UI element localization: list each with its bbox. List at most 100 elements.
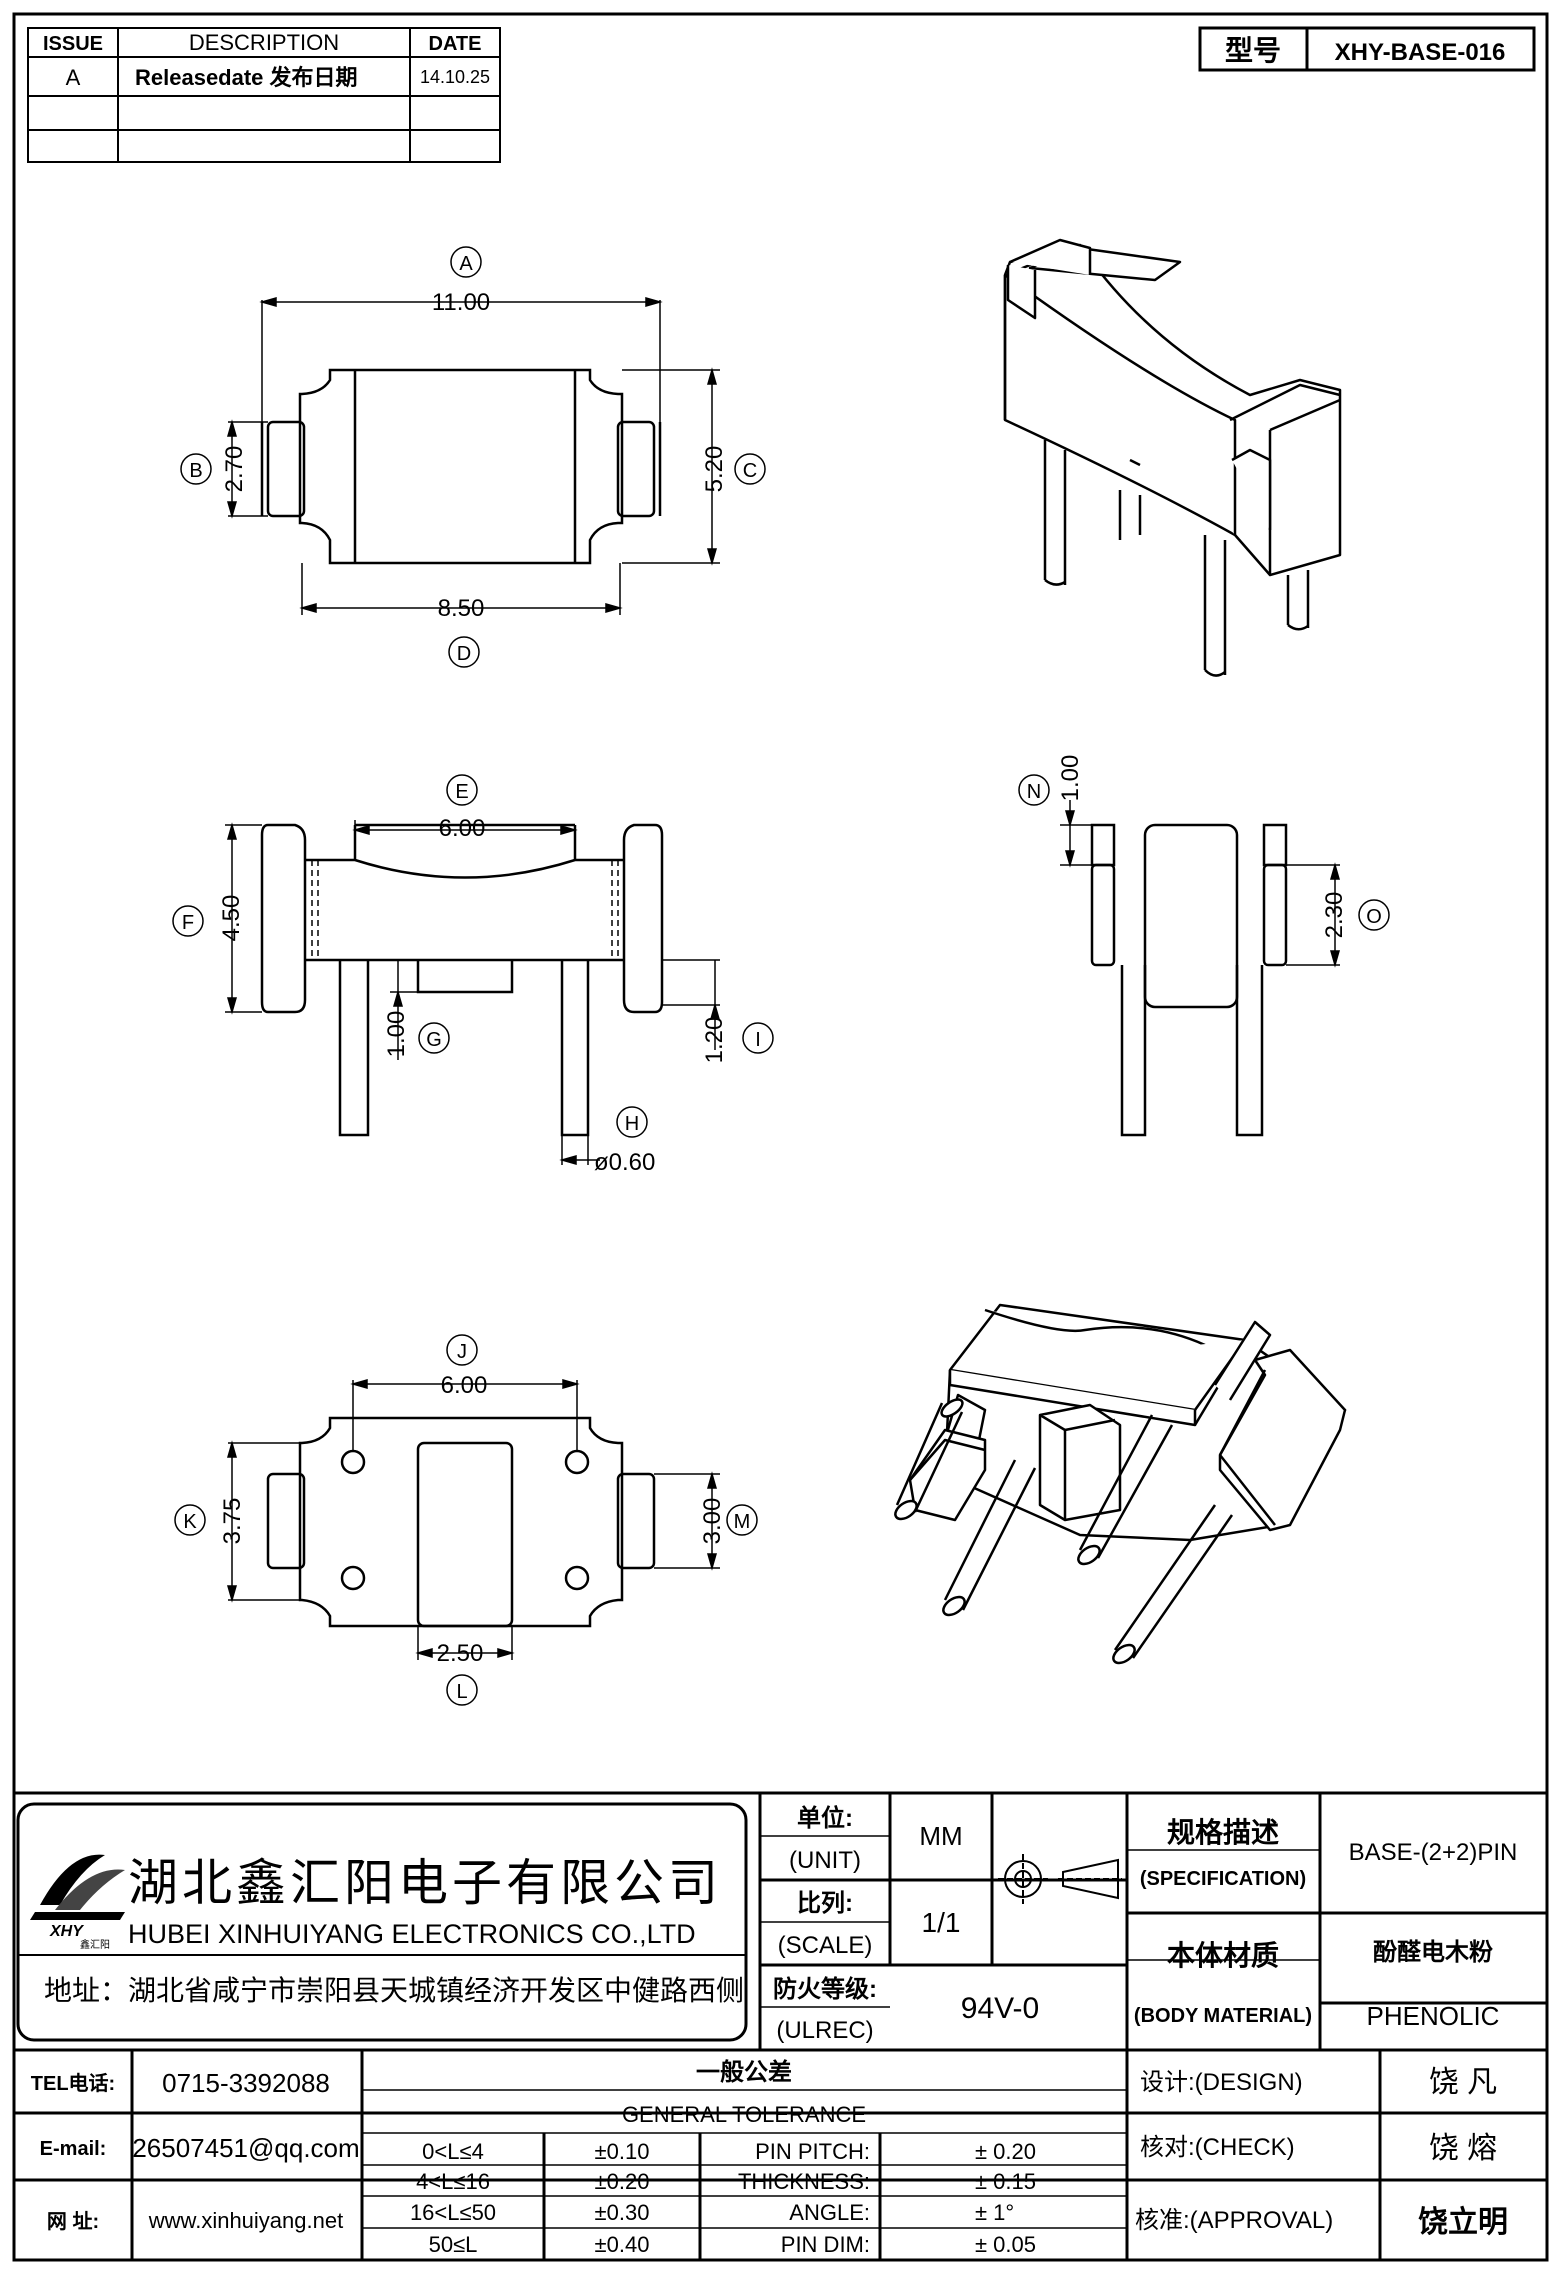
dim-e-bubble xyxy=(446,774,478,806)
model-value: XHY-BASE-016 xyxy=(1335,39,1506,66)
model-label: 型号 xyxy=(1225,35,1281,66)
title-block-thin xyxy=(362,1835,1320,2229)
dim-i-bubble xyxy=(742,1022,774,1054)
dim-d-bubble xyxy=(448,636,480,668)
dim-i-tag: I xyxy=(755,1029,761,1051)
dim-n-bubble xyxy=(1018,774,1050,806)
revision-header-date: DATE xyxy=(429,33,482,55)
spec-value-1: ± 0.20 xyxy=(975,2139,1036,2164)
front-view xyxy=(260,823,664,1137)
unit-cn: 单位: xyxy=(797,1804,853,1832)
unit-en: (UNIT) xyxy=(789,1847,861,1874)
revision-row-issue: A xyxy=(66,65,81,90)
tel-label: TEL电话: xyxy=(31,2072,115,2095)
unit-value: MM xyxy=(919,1821,962,1851)
check-name: 饶 熔 xyxy=(1429,2132,1497,2165)
spec-cn: 规格描述 xyxy=(1167,1817,1279,1848)
spec-name-1: PIN PITCH: xyxy=(755,2139,870,2164)
dim-b-value: 2.70 xyxy=(221,446,248,493)
spec-name-3: ANGLE: xyxy=(789,2200,870,2225)
scale-en: (SCALE) xyxy=(778,1932,873,1959)
projection-symbol-icon xyxy=(998,1854,1122,1904)
dim-c-tag: C xyxy=(743,460,757,482)
dim-j-value: 6.00 xyxy=(441,1372,488,1399)
tol-range-2: 4<L≤16 xyxy=(416,2169,490,2194)
logo-text: XHY xyxy=(49,1923,84,1940)
dim-d-value: 8.50 xyxy=(438,595,485,622)
ul-cn: 防火等级: xyxy=(773,1975,877,2003)
company-name-cn: 湖北鑫汇阳电子有限公司 xyxy=(128,1855,722,1911)
spec-value-3: ± 1° xyxy=(975,2200,1014,2225)
design-name: 饶 凡 xyxy=(1429,2066,1497,2099)
dim-m-bubble xyxy=(726,1504,758,1536)
scale-value: 1/1 xyxy=(922,1907,961,1938)
company-name-en: HUBEI XINHUIYANG ELECTRONICS CO.,LTD xyxy=(128,1919,696,1949)
dim-o-bubble xyxy=(1358,899,1390,931)
tol-value-3: ±0.30 xyxy=(595,2200,650,2225)
dim-o-tag: O xyxy=(1366,906,1382,928)
dim-b-bubble xyxy=(180,453,212,485)
dim-e-value: 6.00 xyxy=(439,815,486,842)
email-value: 26507451@qq.com xyxy=(132,2133,359,2163)
tol-value-4: ±0.40 xyxy=(595,2232,650,2257)
dim-k-bubble xyxy=(174,1504,206,1536)
approval-name: 饶立明 xyxy=(1418,2205,1508,2239)
dim-a-tag: A xyxy=(459,253,473,275)
dim-f-value: 4.50 xyxy=(218,895,245,942)
revision-row-description: Releasedate 发布日期 xyxy=(135,65,358,90)
tol-value-2: ±0.20 xyxy=(595,2169,650,2194)
dim-j-bubble xyxy=(446,1334,478,1366)
email-label: E-mail: xyxy=(40,2138,107,2160)
tol-range-3: 16<L≤50 xyxy=(410,2200,496,2225)
tol-range-1: 0<L≤4 xyxy=(422,2139,484,2164)
dim-a-lines xyxy=(227,297,720,615)
dim-n-value: 1.00 xyxy=(1057,755,1084,802)
check-label: 核对:(CHECK) xyxy=(1140,2134,1295,2161)
revision-header-issue: ISSUE xyxy=(43,33,103,55)
top-view xyxy=(260,368,662,565)
design-label: 设计:(DESIGN) xyxy=(1140,2069,1303,2096)
side-view xyxy=(1090,823,1288,1137)
logo-sub: 鑫汇阳 xyxy=(80,1938,110,1951)
material-cn: 本体材质 xyxy=(1167,1940,1279,1971)
dim-j-tag: J xyxy=(457,1341,467,1363)
company-panel xyxy=(16,1802,748,2042)
dim-m-tag: M xyxy=(734,1511,751,1533)
dim-l-tag: L xyxy=(456,1681,467,1703)
material-en: (BODY MATERIAL) xyxy=(1134,2005,1312,2027)
revision-table xyxy=(27,27,501,163)
dim-e-tag: E xyxy=(455,781,468,803)
dim-g-value: 1.00 xyxy=(383,1011,410,1058)
dim-k-value: 3.75 xyxy=(219,1498,246,1545)
dim-k-tag: K xyxy=(183,1511,197,1533)
dim-d-tag: D xyxy=(457,643,471,665)
iso-view-bottom xyxy=(894,1303,1347,1665)
spec-value-2: ± 0.15 xyxy=(975,2169,1036,2194)
dim-g-tag: G xyxy=(426,1029,442,1051)
scale-cn: 比列: xyxy=(797,1890,853,1917)
ul-en: (ULREC) xyxy=(776,2017,873,2044)
iso-view-top xyxy=(1003,238,1342,677)
tolerance-title-en: GENERAL TOLERANCE xyxy=(622,2102,866,2127)
company-address: 地址：湖北省咸宁市崇阳县天城镇经济开发区中健路西侧 xyxy=(44,1975,744,2006)
side-view-dims xyxy=(1060,800,1340,968)
dim-g-bubble xyxy=(418,1022,450,1054)
dim-f-tag: F xyxy=(182,912,194,934)
revision-header-description: DESCRIPTION xyxy=(189,30,339,55)
dim-a-value: 11.00 xyxy=(432,289,490,316)
bottom-view-dims xyxy=(227,1379,720,1660)
tol-value-1: ±0.10 xyxy=(595,2139,650,2164)
spec-name-4: PIN DIM: xyxy=(781,2232,870,2257)
drawing-border xyxy=(12,12,1549,2262)
dim-m-value: 3.00 xyxy=(699,1498,726,1545)
web-value: www.xinhuiyang.net xyxy=(148,2208,343,2233)
dim-l-value: 2.50 xyxy=(437,1640,484,1667)
tolerance-title-cn: 一般公差 xyxy=(696,2058,792,2086)
dim-h-value: ø0.60 xyxy=(594,1149,655,1176)
spec-value-4: ± 0.05 xyxy=(975,2232,1036,2257)
web-label: 网 址: xyxy=(47,2210,99,2233)
dim-f-bubble xyxy=(172,905,204,937)
front-view-dims xyxy=(225,820,720,1165)
dim-n-tag: N xyxy=(1027,781,1041,803)
dim-b-tag: B xyxy=(189,460,202,482)
